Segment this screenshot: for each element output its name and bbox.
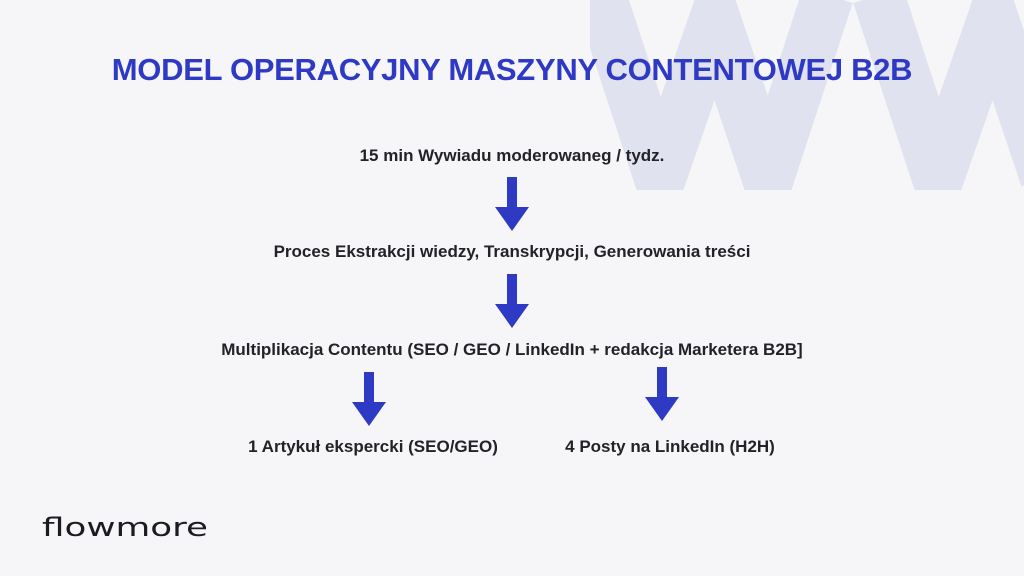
arrow-down-icon [495,274,529,328]
step-interview: 15 min Wywiadu moderowaneg / tydz. [359,146,665,165]
step-multiplication: Multiplikacja Contentu (SEO / GEO / Link… [221,340,803,359]
page-title: MODEL OPERACYJNY MASZYNY CONTENTOWEJ B2B [111,52,913,87]
brand-logo: flowmore [42,513,208,542]
step-process: Proces Ekstrakcji wiedzy, Transkrypcji, … [273,242,751,261]
arrow-down-icon [645,367,679,421]
arrow-down-icon [352,372,386,426]
arrow-down-icon [495,177,529,231]
step-article: 1 Artykuł ekspercki (SEO/GEO) [248,437,498,456]
step-posts: 4 Posty na LinkedIn (H2H) [565,437,775,456]
brand-logo-text: flowmore [42,513,208,542]
